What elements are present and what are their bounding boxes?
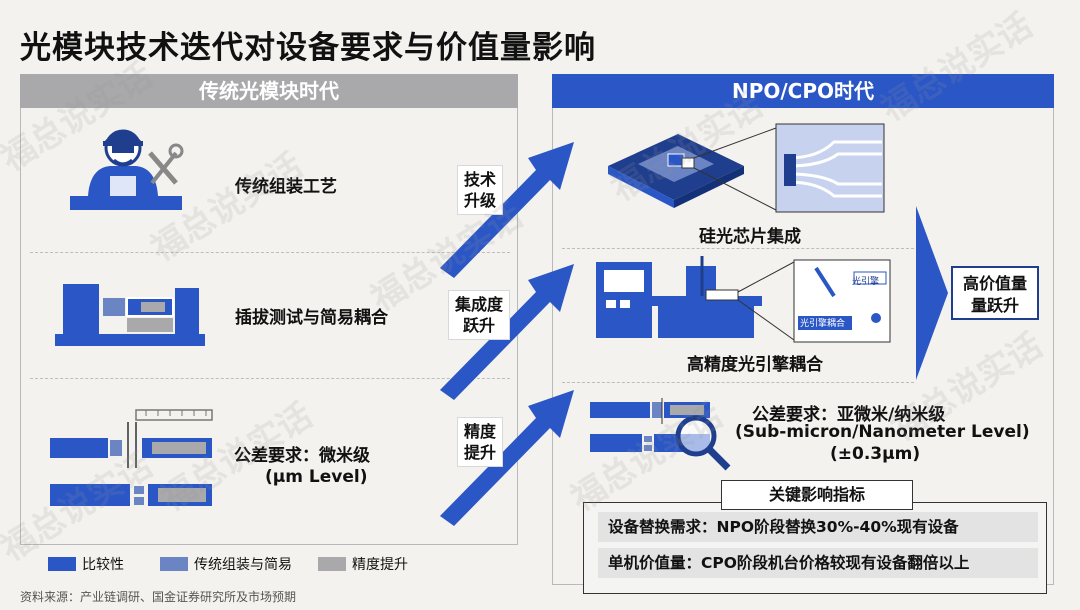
left-divider-1 (30, 252, 510, 253)
nanometer-tolerance-sub1: (Sub-micron/Nanometer Level) (735, 422, 1030, 442)
plug-test-label: 插拔测试与简易耦合 (235, 308, 388, 328)
precision-arrow (440, 390, 574, 526)
nanometer-tolerance-title: 公差要求：亚微米/纳米级 (752, 405, 946, 425)
precision-label: 精度 提升 (457, 417, 504, 467)
plug-test-machine-icon (55, 284, 205, 346)
replacement-demand-row: 设备替换需求：NPO阶段替换30%-40%现有设备 (598, 512, 1038, 542)
micron-tolerance-title: 公差要求：微米级 (234, 446, 370, 466)
silicon-chip-icon (608, 123, 885, 213)
precision-line1: 精度 (464, 422, 497, 441)
silicon-photonics-label: 硅光芯片集成 (699, 227, 801, 247)
tech-upgrade-line2: 升级 (464, 191, 497, 210)
page-title: 光模块技术迭代对设备要求与价值量影响 (20, 30, 596, 66)
npo-cpo-era-header: NPO/CPO时代 (552, 74, 1054, 108)
integration-line1: 集成度 (455, 295, 504, 314)
engine-coupling-small-label: 光引擎耦合 (800, 319, 846, 329)
key-indicators-title: 关键影响指标 (721, 480, 913, 510)
legend-label-3: 精度提升 (352, 557, 408, 573)
integration-line2: 跃升 (463, 316, 496, 335)
worker-assembly-icon (70, 129, 184, 210)
nanometer-alignment-icon (590, 398, 731, 471)
legend-swatch-1 (48, 557, 76, 571)
integration-label: 集成度 跃升 (448, 290, 511, 340)
high-value-line1: 高价值量 (962, 274, 1027, 293)
engine-label: 光引擎 (852, 277, 880, 287)
high-value-box: 高价值量 量跃升 (951, 266, 1039, 320)
right-divider-1 (562, 248, 914, 249)
micron-tolerance-sub: (μm Level) (265, 467, 368, 487)
nanometer-tolerance-sub2: (±0.3μm) (830, 444, 921, 464)
tech-upgrade-label: 技术 升级 (457, 165, 504, 215)
micron-alignment-icon (50, 409, 213, 506)
unit-value-row: 单机价值量：CPO阶段机台价格较现有设备翻倍以上 (598, 548, 1038, 578)
right-divider-2 (562, 382, 914, 383)
high-value-line2: 量跃升 (970, 296, 1019, 315)
source-note: 资料来源：产业链调研、国金证券研究所及市场预期 (20, 590, 297, 604)
tech-upgrade-line1: 技术 (464, 170, 497, 189)
precision-line2: 提升 (464, 443, 497, 462)
legend-label-1: 比较性 (82, 557, 124, 573)
legend-swatch-3 (318, 557, 346, 571)
legend-swatch-2 (160, 557, 188, 571)
tech-upgrade-arrow (440, 142, 574, 278)
left-divider-2 (30, 378, 510, 379)
legend-label-2: 传统组装与简易 (194, 557, 292, 573)
value-jump-arrow (916, 206, 948, 380)
traditional-era-header: 传统光模块时代 (20, 74, 518, 108)
engine-coupling-machine-icon (596, 256, 891, 343)
assembly-label: 传统组装工艺 (235, 177, 337, 197)
engine-coupling-label: 高精度光引擎耦合 (687, 355, 823, 375)
